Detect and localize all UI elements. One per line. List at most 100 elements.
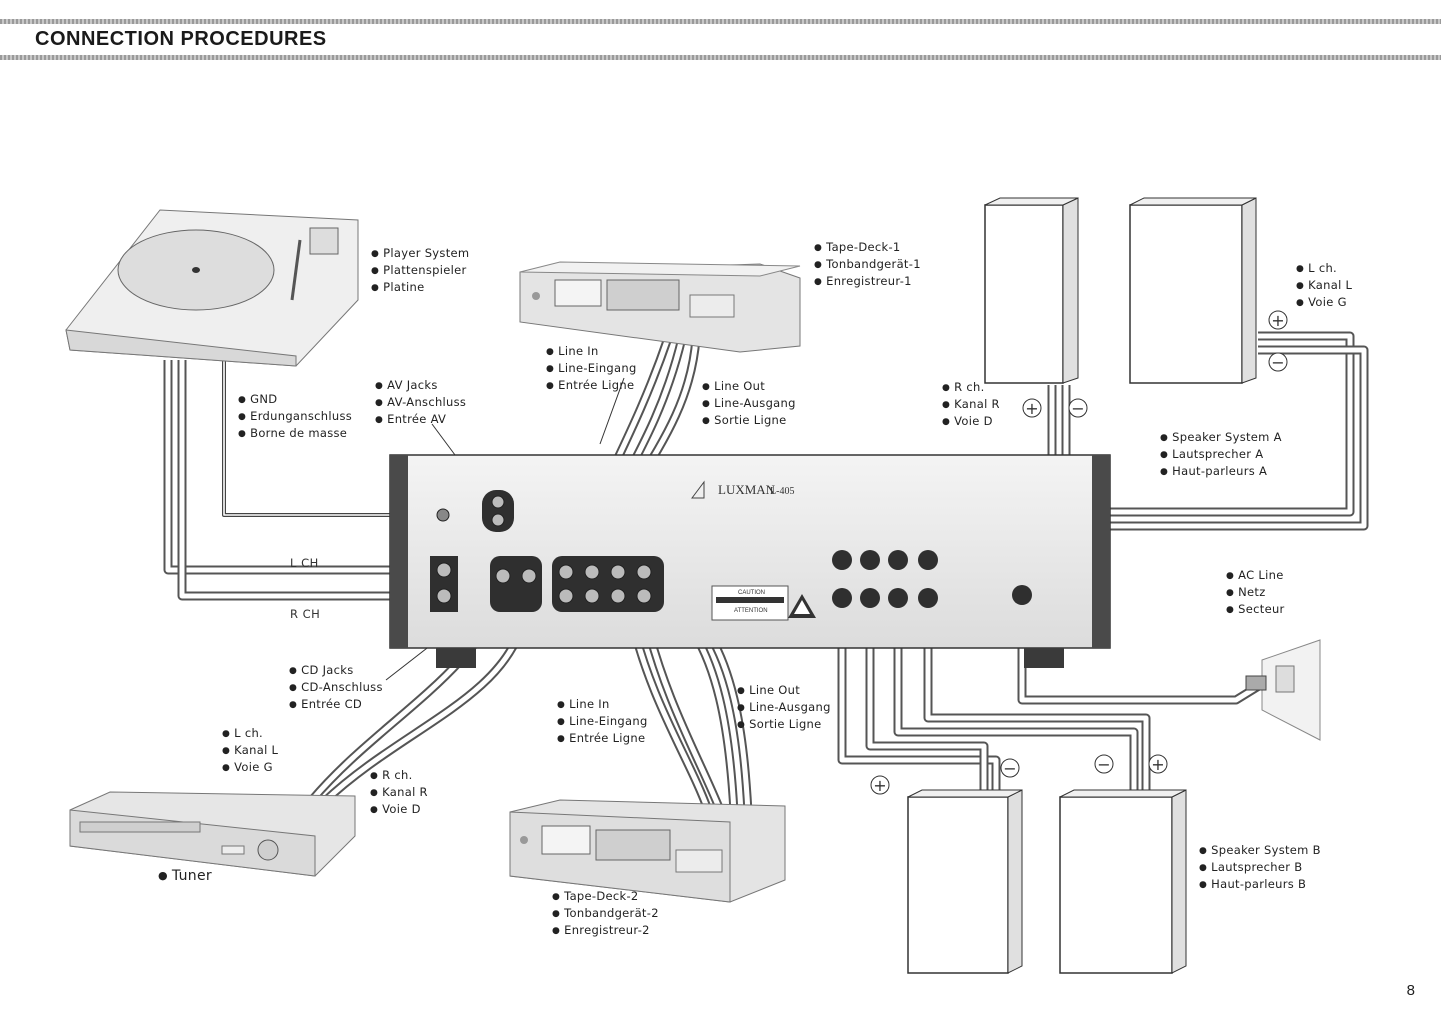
label-line: GND (238, 392, 352, 409)
left-channel-label: L CH (290, 556, 319, 570)
attention-label: ATTENTION (734, 608, 768, 614)
label-line: Line-Ausgang (702, 396, 796, 413)
tape-deck-2 (509, 799, 786, 903)
label-line: AV-Anschluss (375, 395, 466, 412)
label-line: Line In (546, 344, 637, 361)
speaker-b-left (1059, 789, 1187, 974)
label-line: Haut-parleurs A (1160, 464, 1282, 481)
speaker-a-left (1129, 197, 1257, 384)
label-line: Kanal L (1296, 278, 1352, 295)
label-line: Entrée Ligne (557, 731, 648, 748)
label-line: Voie D (942, 414, 1000, 431)
tuner-label: Tuner (158, 869, 212, 884)
tuner-right-channel-label: R ch. Kanal R Voie D (370, 768, 428, 819)
minus-sign: − (1271, 353, 1284, 372)
label-line: Platine (371, 280, 469, 297)
label-line: R ch. (370, 768, 428, 785)
speaker-a-right-channel-label: R ch. Kanal R Voie D (942, 380, 1000, 431)
label-line: Entrée AV (375, 412, 466, 429)
speaker-b-cables (837, 598, 1151, 790)
label-line: Entrée CD (289, 697, 383, 714)
label-line: Erdunganschluss (238, 409, 352, 426)
label-line: Plattenspieler (371, 263, 469, 280)
polarity-signs (870, 310, 1288, 795)
label-line: Netz (1226, 585, 1285, 602)
label-line: Lautsprecher A (1160, 447, 1282, 464)
tape-deck-2-label: Tape-Deck-2 Tonbandgerät-2 Enregistreur-… (552, 889, 659, 940)
label-line: Entrée Ligne (546, 378, 637, 395)
label-line: Borne de masse (238, 426, 352, 443)
label-line: Tuner (158, 869, 212, 884)
label-line: Kanal R (370, 785, 428, 802)
label-line: Secteur (1226, 602, 1285, 619)
label-line: Voie D (370, 802, 428, 819)
speaker-a-left-channel-label: L ch. Kanal L Voie G (1296, 261, 1352, 312)
tape-deck-1-label: Tape-Deck-1 Tonbandgerät-1 Enregistreur-… (814, 240, 921, 291)
label-line: CD Jacks (289, 663, 383, 680)
page-number: 8 (1406, 982, 1415, 999)
label-line: Tonbandgerät-1 (814, 257, 921, 274)
speaker-b-right (907, 789, 1023, 974)
speaker-system-a-label: Speaker System A Lautsprecher A Haut-par… (1160, 430, 1282, 481)
label-line: Haut-parleurs B (1199, 877, 1321, 894)
label-line: Sortie Ligne (702, 413, 796, 430)
label-line: Kanal L (222, 743, 278, 760)
label-line: Speaker System A (1160, 430, 1282, 447)
amplifier: LUXMAN L-405 CAUTION ATTENTION (389, 454, 1111, 668)
label-line: R ch. (942, 380, 1000, 397)
label-line: Line In (557, 697, 648, 714)
label-line: Line-Ausgang (737, 700, 831, 717)
minus-sign: − (1071, 399, 1084, 418)
label-line: Line Out (737, 683, 831, 700)
label-line: Enregistreur-2 (552, 923, 659, 940)
label-line: Sortie Ligne (737, 717, 831, 734)
plus-sign: + (1025, 399, 1038, 418)
label-line: L ch. (222, 726, 278, 743)
header-rule-top (0, 19, 1441, 24)
header-rule-bottom (0, 55, 1441, 60)
tape1-line-out-label: Line Out Line-Ausgang Sortie Ligne (702, 379, 796, 430)
label-line: Voie G (1296, 295, 1352, 312)
label-line: Line Out (702, 379, 796, 396)
minus-sign: − (1097, 755, 1110, 774)
tape2-line-in-label: Line In Line-Eingang Entrée Ligne (557, 697, 648, 748)
label-line: Player System (371, 246, 469, 263)
turntable (65, 209, 359, 367)
amp-brand: LUXMAN (718, 482, 776, 497)
label-line: Tape-Deck-1 (814, 240, 921, 257)
right-channel-label: R CH (290, 607, 321, 621)
tape-deck-1 (519, 261, 801, 353)
speaker-a-right (984, 197, 1079, 384)
label-line: Line-Eingang (557, 714, 648, 731)
label-line: Tape-Deck-2 (552, 889, 659, 906)
gnd-label: GND Erdunganschluss Borne de masse (238, 392, 352, 443)
label-line: Tonbandgerät-2 (552, 906, 659, 923)
player-system-label: Player System Plattenspieler Platine (371, 246, 469, 297)
plus-sign: + (873, 776, 886, 795)
label-line: Enregistreur-1 (814, 274, 921, 291)
label-line: Lautsprecher B (1199, 860, 1321, 877)
label-line: L ch. (1296, 261, 1352, 278)
phono-cable (163, 360, 400, 601)
cd-jacks-label: CD Jacks CD-Anschluss Entrée CD (289, 663, 383, 714)
label-line: Voie G (222, 760, 278, 777)
label-line: CD-Anschluss (289, 680, 383, 697)
tape1-line-in-label: Line In Line-Eingang Entrée Ligne (546, 344, 637, 395)
page-title: CONNECTION PROCEDURES (35, 28, 327, 50)
plus-sign: + (1271, 311, 1284, 330)
tape2-line-out-label: Line Out Line-Ausgang Sortie Ligne (737, 683, 831, 734)
label-line: Line-Eingang (546, 361, 637, 378)
label-line: AC Line (1226, 568, 1285, 585)
ac-line-label: AC Line Netz Secteur (1226, 568, 1285, 619)
minus-sign: − (1003, 759, 1016, 778)
av-jacks-label: AV Jacks AV-Anschluss Entrée AV (375, 378, 466, 429)
label-line: Speaker System B (1199, 843, 1321, 860)
tuner (69, 791, 356, 877)
ac-outlet (1245, 639, 1321, 741)
plus-sign: + (1151, 755, 1164, 774)
tuner-left-channel-label: L ch. Kanal L Voie G (222, 726, 278, 777)
caution-label: CAUTION (738, 590, 765, 596)
speaker-system-b-label: Speaker System B Lautsprecher B Haut-par… (1199, 843, 1321, 894)
label-line: Kanal R (942, 397, 1000, 414)
